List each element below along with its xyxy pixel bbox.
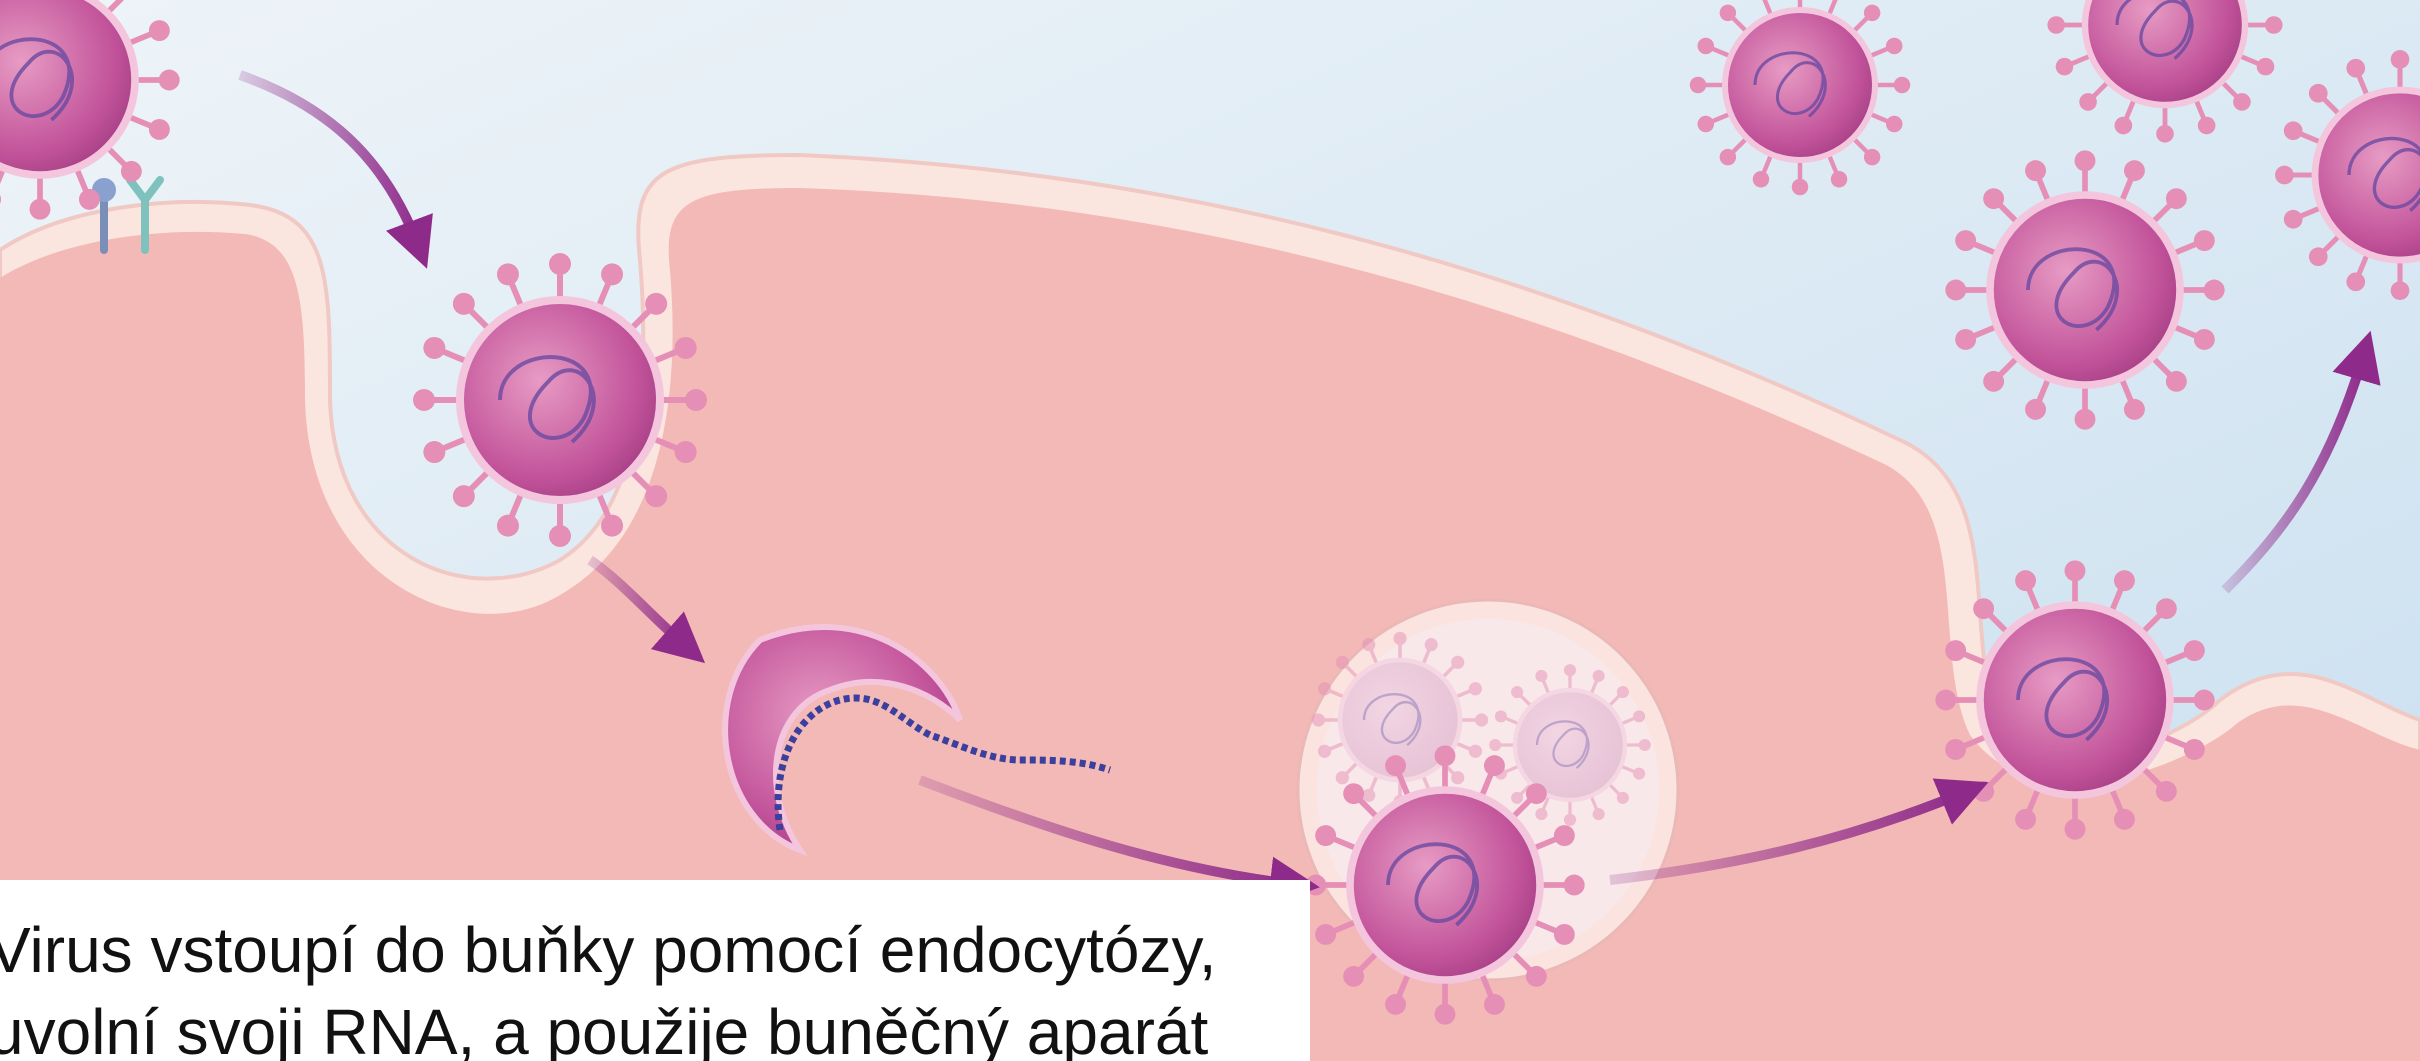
caption-line-2: uvolní svoji RNA, a použije buněčný apar… (0, 1000, 1208, 1061)
coronavirus-icon (413, 253, 707, 547)
coronavirus-icon (1945, 150, 2224, 429)
coronavirus-icon (1305, 745, 1584, 1024)
coronavirus-icon (1935, 560, 2214, 839)
caption-box: Virus vstoupí do buňky pomocí endocytózy… (0, 880, 1310, 1061)
coronavirus-icon (1489, 664, 1651, 826)
caption-line-1: Virus vstoupí do buňky pomocí endocytózy… (0, 918, 1217, 982)
